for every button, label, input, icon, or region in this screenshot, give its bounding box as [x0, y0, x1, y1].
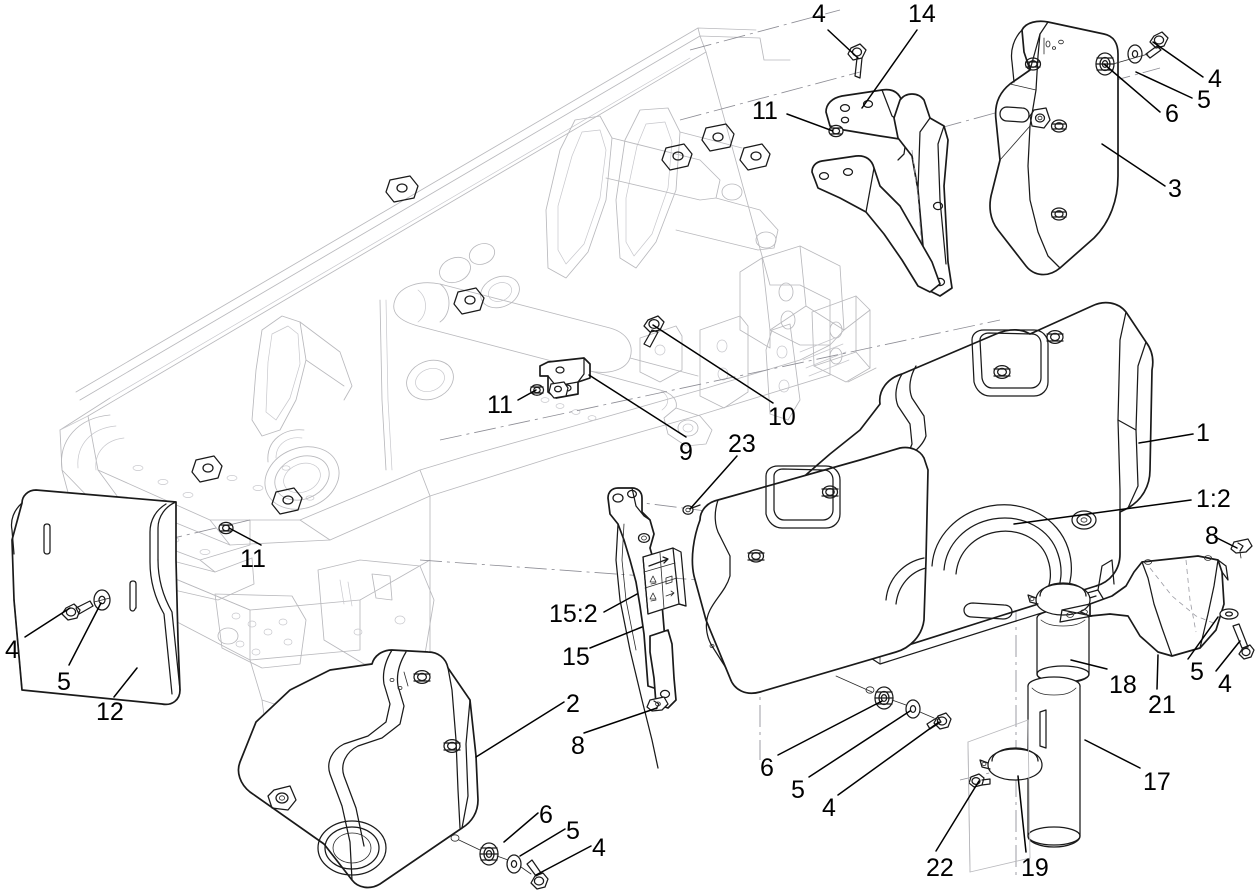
part-10-shoulder-bolt	[643, 315, 665, 348]
callout-label-4: 4	[5, 636, 19, 664]
callout-label-11: 11	[487, 391, 513, 419]
part-22-cable-tie-screw	[968, 773, 991, 788]
callout-label-9: 9	[679, 438, 693, 466]
leader-line-6	[777, 700, 883, 756]
leader-line-5	[1187, 616, 1219, 660]
leader-line-4	[1215, 640, 1241, 672]
callout-label-4: 4	[812, 0, 826, 28]
part-1-left-twin-shield	[691, 446, 929, 695]
callout-label-4: 4	[1208, 65, 1222, 93]
leader-line-4	[535, 845, 592, 876]
leader-line-11	[786, 113, 834, 132]
callout-leader-lines	[24, 29, 1241, 876]
leader-line-8	[1214, 536, 1238, 549]
callout-label-5: 5	[1197, 86, 1211, 114]
leader-line-5	[519, 828, 566, 857]
part-8-cable-clip-right	[1230, 538, 1253, 559]
callout-label-3: 3	[1168, 175, 1182, 203]
callout-label-6: 6	[760, 754, 774, 782]
part-18-upper-tube-sleeve	[1036, 609, 1090, 684]
part-21-formed-heat-shield	[1059, 555, 1229, 657]
callout-label-23: 23	[728, 430, 756, 458]
callout-label-5: 5	[566, 817, 580, 845]
callout-label-8: 8	[1205, 522, 1219, 550]
leader-line-2	[475, 701, 565, 758]
leader-line-4	[1152, 41, 1204, 78]
callout-label-4: 4	[822, 794, 836, 822]
part-3-upper-right-side-panel	[989, 20, 1119, 276]
callout-label-18: 18	[1109, 671, 1137, 699]
clip-fitting-center	[548, 381, 569, 399]
part-11-weld-nut-left	[218, 521, 234, 535]
leader-line-15-2	[603, 593, 638, 613]
callout-label-5: 5	[57, 668, 71, 696]
fastener-5-4-part-21	[1219, 608, 1255, 660]
part-14-lower-arm	[893, 93, 953, 297]
callout-label-15-2: 15:2	[549, 600, 598, 628]
callout-label-12: 12	[96, 698, 124, 726]
callout-label-2: 2	[566, 690, 580, 718]
leader-line-5	[68, 602, 102, 666]
part-19-hose-clamp-lower	[979, 747, 1043, 781]
callout-label-22: 22	[926, 854, 954, 882]
leader-line-5	[1135, 71, 1193, 99]
callout-label-19: 19	[1021, 854, 1049, 882]
callout-label-5: 5	[1190, 658, 1204, 686]
leader-line-1	[1138, 433, 1194, 444]
leader-line-4	[827, 29, 859, 59]
leader-line-4	[837, 721, 940, 796]
leader-line-12	[113, 667, 138, 698]
callout-label-11: 11	[240, 545, 266, 573]
callout-label-1: 1	[1196, 419, 1210, 447]
part-14-wing-plate	[811, 155, 941, 293]
leader-line-22	[935, 780, 980, 852]
callout-label-17: 17	[1143, 768, 1171, 796]
leader-line-3	[1101, 143, 1166, 187]
part-11-weld-nut-center	[529, 384, 545, 396]
fastener-5-4-part-12	[61, 589, 111, 621]
leader-line-11	[517, 389, 537, 401]
leader-line-6	[503, 812, 539, 843]
leader-line-4	[24, 607, 71, 638]
leader-line-14	[861, 29, 918, 109]
part-15-control-lever-arm	[607, 487, 677, 769]
callout-label-6: 6	[539, 801, 553, 829]
leader-line-23	[689, 455, 738, 510]
leader-line-18	[1070, 659, 1108, 670]
callout-label-6: 6	[1165, 100, 1179, 128]
leader-line-11	[228, 527, 262, 546]
leader-line-9	[588, 374, 687, 438]
callout-label-5: 5	[791, 776, 805, 804]
callout-label-15: 15	[562, 643, 590, 671]
leader-line-5	[808, 710, 911, 778]
callout-label-21: 21	[1148, 691, 1176, 719]
part-15-2-control-decal	[642, 547, 687, 615]
callout-label-1-2: 1:2	[1196, 485, 1231, 513]
leader-line-10	[652, 324, 774, 404]
callout-label-14: 14	[908, 0, 936, 28]
leader-line-21	[1156, 654, 1159, 690]
fastener-stack-part-2	[458, 839, 549, 890]
callout-label-11: 11	[752, 97, 778, 125]
callout-label-8: 8	[571, 732, 585, 760]
leader-line-15	[589, 626, 643, 649]
part-2-left-side-hood-shield	[237, 649, 479, 889]
leader-line-8	[583, 707, 658, 734]
callout-label-10: 10	[768, 403, 796, 431]
leader-line-1-2	[1013, 499, 1192, 525]
fastener-stack-part-3	[1095, 31, 1169, 76]
part-8-cable-clip-center	[646, 696, 669, 712]
leader-line-17	[1084, 739, 1141, 769]
callout-label-4: 4	[592, 834, 606, 862]
leader-line-19	[1017, 775, 1027, 853]
callout-label-4: 4	[1218, 670, 1232, 698]
leader-line-6	[1103, 63, 1161, 113]
tube-mount-plate-phantom	[967, 719, 1031, 873]
